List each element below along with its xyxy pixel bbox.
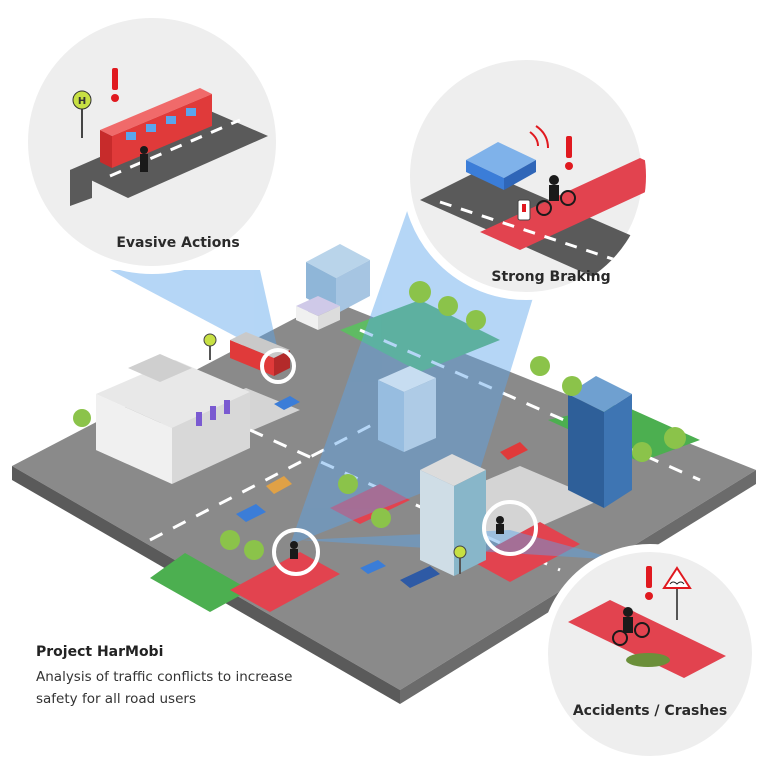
tower-right (568, 376, 632, 508)
house-small (296, 296, 340, 330)
circle-label-braking: Strong Braking (491, 269, 610, 285)
alert-icon (645, 566, 653, 600)
cyclist (290, 516, 504, 559)
car (466, 142, 536, 190)
bike-lane (470, 522, 580, 582)
project-title: Project HarMobi (36, 644, 164, 660)
circle-evasive-actions: H Evasive Actions (20, 10, 284, 274)
highlight-circle-small (260, 348, 296, 384)
circle-label-accidents: Accidents / Crashes (573, 703, 727, 719)
mid-building (378, 366, 436, 452)
bump-warning-sign-icon (662, 566, 692, 620)
cyclist (536, 175, 576, 216)
project-description-line-2: safety for all road users (36, 691, 196, 707)
highlight-circle-small (482, 500, 538, 556)
car (236, 396, 528, 588)
trees (73, 281, 686, 560)
hedge (626, 653, 670, 667)
pedestrian (140, 146, 148, 172)
circle-label-evasive: Evasive Actions (116, 235, 239, 251)
cyclist (612, 607, 650, 646)
tower-center (420, 454, 486, 576)
bus-stop-letter: H (78, 96, 86, 107)
university-building (96, 354, 250, 484)
circle-strong-braking: Strong Braking (402, 52, 650, 300)
phone-icon (517, 199, 531, 221)
bike-lane (330, 484, 410, 524)
alert-icon (111, 68, 119, 102)
warning-waves-icon (529, 125, 549, 149)
bus (100, 88, 212, 168)
alert-icon (565, 136, 573, 170)
project-description-line-1: Analysis of traffic conflicts to increas… (36, 669, 293, 685)
bus-stop-sign: H (72, 90, 92, 138)
project-caption: Project HarMobi Analysis of traffic conf… (36, 644, 336, 710)
highlight-circle-small (272, 528, 320, 576)
bus-stop-sign (203, 333, 467, 574)
circle-accidents: Accidents / Crashes (540, 544, 760, 764)
